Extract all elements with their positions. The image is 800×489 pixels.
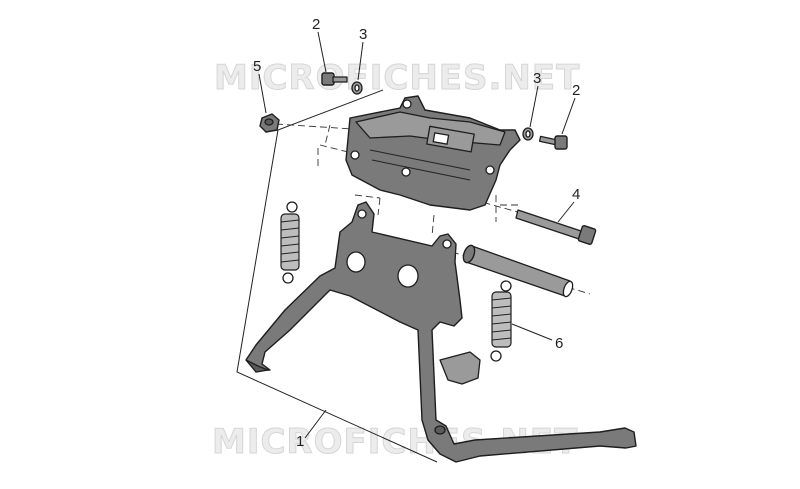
washer-top [351,81,363,95]
watermark-top: MICROFICHES.NET [214,58,580,98]
callout-screw-right: 2 [572,82,580,99]
spring-right [490,280,512,362]
leader-lines [258,31,576,439]
screw-top [321,72,348,86]
callout-screw-top: 2 [312,16,320,33]
callout-washer-top: 3 [359,26,367,43]
spring-left [280,201,300,284]
callout-stand: 1 [296,433,304,450]
mounting-bracket [345,95,521,211]
callout-nut: 5 [253,58,261,75]
pivot-tube [462,244,574,298]
callout-spring: 6 [555,335,563,352]
callout-washer-right: 3 [533,70,541,87]
callout-pivot-bolt: 4 [572,186,580,203]
assembly-frame [236,89,438,463]
nut [259,113,280,133]
pivot-bolt [515,209,597,245]
screw-right [538,135,568,150]
washer-right [522,127,534,141]
center-stand [245,201,637,463]
